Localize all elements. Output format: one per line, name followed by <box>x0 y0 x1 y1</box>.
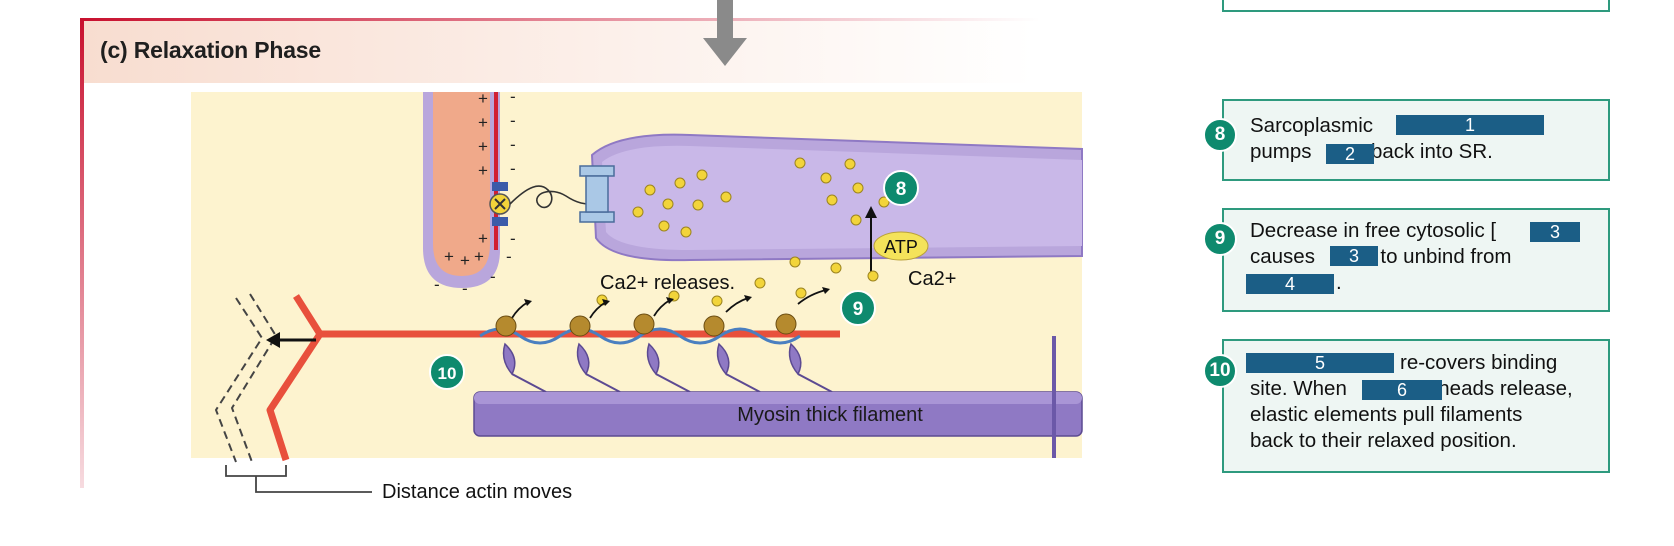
step-10-line-1: re-covers binding <box>1400 351 1558 374</box>
atp-label: ATP <box>884 237 918 257</box>
svg-text:+: + <box>444 247 454 266</box>
blank-4[interactable]: 4 <box>1246 274 1334 294</box>
svg-text:-: - <box>434 275 440 294</box>
svg-text:+: + <box>478 113 488 132</box>
step-9-badge: 9 <box>1203 222 1237 256</box>
ca-label: Ca2+ <box>908 268 956 290</box>
blank-1[interactable]: 1 <box>1396 115 1544 135</box>
svg-text:+: + <box>474 247 484 266</box>
step-8-badge: 8 <box>1203 118 1237 152</box>
sarcoplasmic-reticulum <box>590 133 1083 262</box>
previous-step-box <box>1222 0 1610 12</box>
myosin-label: Myosin thick filament <box>737 404 923 426</box>
svg-text:+: + <box>460 251 470 270</box>
step-9-line-2: causes <box>1250 245 1315 268</box>
diagram-step-9: 9 <box>840 290 876 326</box>
svg-text:-: - <box>510 87 516 106</box>
diagram-step-10: 10 <box>429 354 465 390</box>
frame-top-border <box>80 18 1040 21</box>
ryanodine-receptor <box>579 165 615 223</box>
step-10-line-2: site. When <box>1250 377 1347 400</box>
svg-text:-: - <box>506 247 512 266</box>
tropomyosin <box>479 327 801 345</box>
shift-arrow <box>266 332 316 348</box>
diagram-step-9-label: 9 <box>853 299 864 320</box>
blank-5[interactable]: 5 <box>1246 353 1394 373</box>
down-arrow-icon <box>703 0 747 66</box>
svg-text:+: + <box>478 137 488 156</box>
z-disc-dashed <box>214 293 278 463</box>
blank-3b[interactable]: 3 <box>1330 246 1378 266</box>
step-10-text: re-covers binding site. When heads relea… <box>1250 350 1602 454</box>
myosin-necks <box>511 373 833 393</box>
distance-caption: Distance actin moves <box>380 481 575 504</box>
phase-title: (c) Relaxation Phase <box>100 37 321 63</box>
svg-text:-: - <box>510 229 516 248</box>
step-8-line-2: pumps <box>1250 140 1312 163</box>
membrane-charges: +++ ++ +++ --- --- --- <box>434 87 516 298</box>
release-arrowheads <box>524 287 830 306</box>
step-9-line-3: to unbind from <box>1380 245 1512 268</box>
step-10-line-3: heads release, <box>1438 377 1573 400</box>
step-8-line-1: Sarcoplasmic <box>1250 114 1374 137</box>
blank-3a[interactable]: 3 <box>1530 222 1580 242</box>
step-8-box <box>1222 99 1610 181</box>
step-10-line-4: elastic elements pull filaments <box>1250 403 1523 426</box>
ca-release-label: Ca2+ releases. <box>600 272 735 294</box>
step-9-text: Decrease in free cytosolic [ causes to u… <box>1250 218 1602 296</box>
svg-text:-: - <box>490 267 496 286</box>
diagram-step-8-label: 8 <box>896 179 907 200</box>
myosin-heads <box>502 342 802 376</box>
step-10-line-5: back to their relaxed position. <box>1250 429 1517 452</box>
svg-text:-: - <box>510 159 516 178</box>
step-8-text: Sarcoplasmic pumps back into SR. <box>1250 113 1602 165</box>
myosin-thick-filament <box>473 336 1083 458</box>
atp-pump <box>865 206 929 276</box>
step-9-line-4: . <box>1336 271 1342 294</box>
troponin-complexes <box>495 313 797 337</box>
dhp-receptor <box>489 182 591 226</box>
diagram-step-10-label: 10 <box>438 364 457 383</box>
svg-text:-: - <box>462 279 468 298</box>
frame-left-border <box>80 18 84 488</box>
blank-6[interactable]: 6 <box>1362 380 1442 400</box>
header-band <box>84 21 1034 83</box>
svg-text:-: - <box>510 135 516 154</box>
diagram-step-8: 8 <box>883 170 919 206</box>
calcium-ions-in-sr <box>632 157 890 238</box>
step-8-line-3: back into SR. <box>1370 140 1493 163</box>
svg-text:+: + <box>478 229 488 248</box>
distance-bracket <box>225 465 372 493</box>
step-10-badge: 10 <box>1203 354 1237 388</box>
svg-text:-: - <box>510 111 516 130</box>
blank-2[interactable]: 2 <box>1326 144 1374 164</box>
step-9-line-1: Decrease in free cytosolic [ <box>1250 219 1497 242</box>
svg-text:+: + <box>478 89 488 108</box>
calcium-ions-free <box>596 256 879 307</box>
svg-text:+: + <box>478 161 488 180</box>
